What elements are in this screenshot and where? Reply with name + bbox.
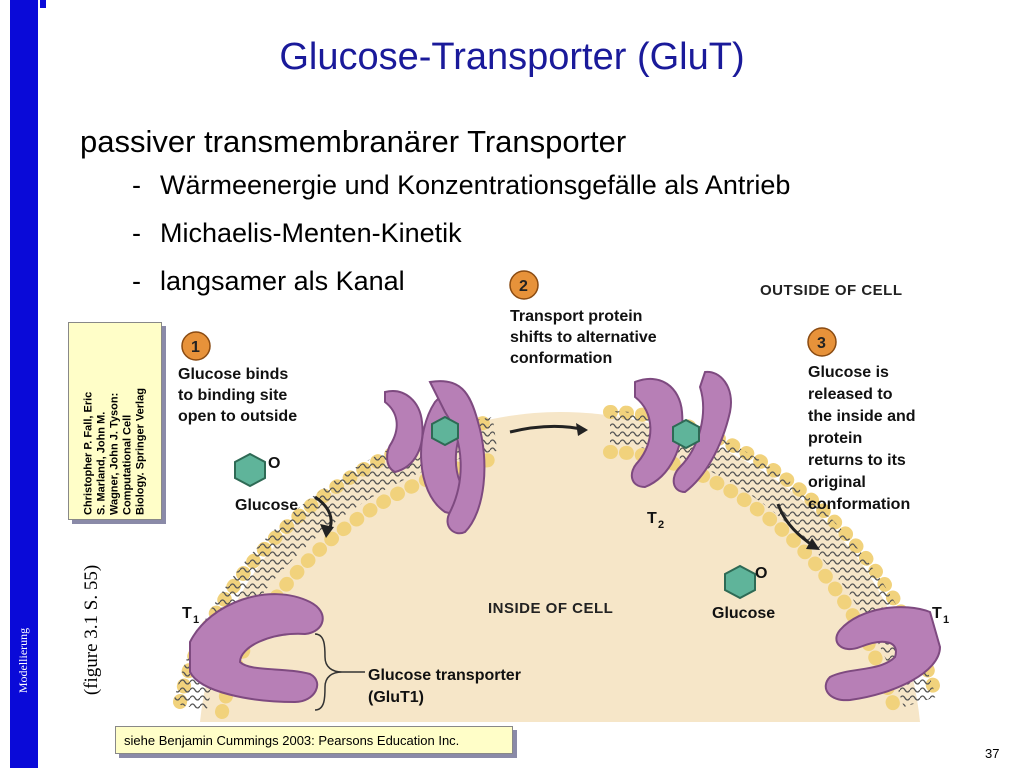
step-3-caption: Glucose is released to the inside and pr… [808, 364, 916, 513]
svg-text:1: 1 [191, 339, 200, 356]
bullet-main: passiver transmembranärer Transporter [80, 124, 627, 159]
svg-text:protein: protein [808, 430, 862, 447]
t1-label-right: T 1 [932, 605, 949, 626]
svg-text:conformation: conformation [510, 350, 612, 367]
svg-text:released to: released to [808, 386, 893, 403]
svg-text:Glucose binds: Glucose binds [178, 366, 288, 383]
inside-of-cell-label: INSIDE OF CELL [488, 600, 613, 617]
figure-reference: (figure 3.1 S. 55) [81, 564, 102, 696]
source-note: siehe Benjamin Cummings 2003: Pearsons E… [115, 726, 513, 754]
glut-diagram: O Glucose O Glucose 1 2 3 Glucose binds … [173, 270, 949, 722]
bullet-sub-item: -langsamer als Kanal [132, 266, 405, 296]
outside-of-cell-label: OUTSIDE OF CELL [760, 282, 903, 299]
t2-label: T 2 [647, 510, 664, 531]
svg-text:to binding site: to binding site [178, 387, 287, 404]
svg-text:3: 3 [817, 335, 826, 352]
glucose-inside: O Glucose [712, 564, 775, 622]
svg-text:1: 1 [943, 614, 949, 626]
svg-text:(GluT1): (GluT1) [368, 689, 424, 706]
step-badge-1 [181, 331, 211, 361]
svg-text:2: 2 [519, 278, 528, 295]
svg-text:Glucose transporter: Glucose transporter [368, 667, 521, 684]
svg-text:T: T [932, 605, 942, 622]
step-2-caption: Transport protein shifts to alternative … [510, 308, 657, 367]
svg-text:Glucose is: Glucose is [808, 364, 889, 381]
step-badge-2 [509, 270, 539, 300]
left-accent-bar [10, 0, 46, 768]
step-1-caption: Glucose binds to binding site open to ou… [178, 366, 297, 425]
svg-text:conformation: conformation [808, 496, 910, 513]
transporter-protein-t1-right [824, 606, 942, 702]
svg-text:2: 2 [658, 519, 664, 531]
slide-title: Glucose-Transporter (GluT) [279, 36, 745, 78]
svg-text:T: T [182, 605, 192, 622]
svg-text:Glucose: Glucose [712, 605, 775, 622]
bullet-sub-item: -Wärmeenergie und Konzentrationsgefälle … [132, 170, 791, 200]
svg-text:O: O [755, 565, 767, 582]
svg-text:open to outside: open to outside [178, 408, 297, 425]
svg-text:Transport protein: Transport protein [510, 308, 642, 325]
glucose-bound-2 [672, 418, 700, 450]
glucose-bound-1 [431, 415, 459, 447]
svg-text:shifts to alternative: shifts to alternative [510, 329, 657, 346]
transporter-protein-t2-right [630, 370, 732, 494]
transporter-caption: Glucose transporter (GluT1) [368, 667, 521, 706]
sidebar-section-label: Modellierung [16, 627, 31, 693]
glucose-outside: O Glucose [234, 452, 298, 514]
t1-label-left: T 1 [182, 605, 199, 626]
svg-text:1: 1 [193, 614, 199, 626]
bullet-list: passiver transmembranärer Transporter -W… [80, 124, 790, 314]
svg-text:O: O [268, 455, 280, 472]
citation-box: Christopher P. Fall, Eric S. Marland, Jo… [68, 322, 162, 520]
transporter-protein-t1-left [189, 593, 324, 704]
bullet-sub-item: -Michaelis-Menten-Kinetik [132, 218, 462, 248]
step-badge-3 [807, 327, 837, 357]
svg-text:Glucose: Glucose [235, 497, 298, 514]
page-number: 37 [985, 746, 1000, 761]
svg-text:T: T [647, 510, 657, 527]
svg-text:the inside and: the inside and [808, 408, 916, 425]
svg-text:original: original [808, 474, 866, 491]
svg-text:returns to its: returns to its [808, 452, 906, 469]
